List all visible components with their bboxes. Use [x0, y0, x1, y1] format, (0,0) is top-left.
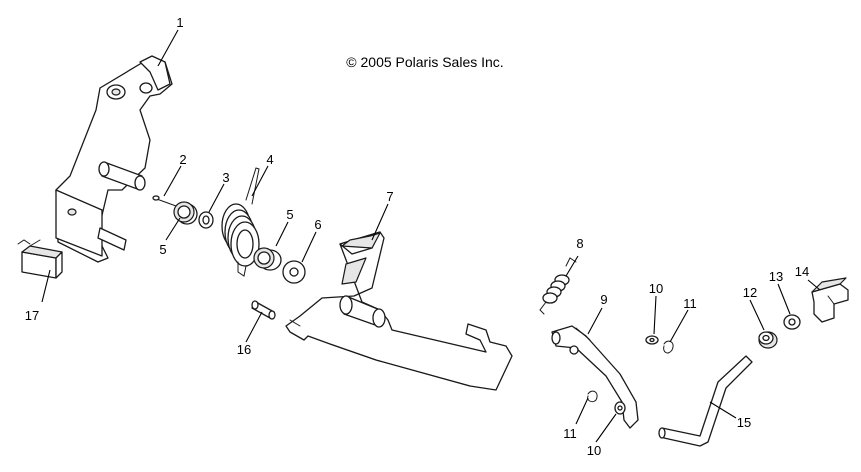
leader-lines — [41, 29, 821, 443]
part-11-clip — [663, 340, 674, 354]
callout-5a: 5 — [159, 242, 166, 257]
part-9-arm — [551, 325, 639, 429]
part-16-pin — [251, 300, 276, 320]
callout-1: 1 — [176, 15, 183, 30]
callout-6: 6 — [314, 217, 321, 232]
callout-5b: 5 — [286, 207, 293, 222]
callout-8: 8 — [576, 236, 583, 251]
callout-14: 14 — [795, 264, 809, 279]
part-17-switch — [17, 239, 63, 279]
part-15-rod — [658, 355, 753, 447]
callout-2: 2 — [179, 152, 186, 167]
part-10-washer-b — [614, 401, 626, 415]
callout-11a: 11 — [683, 296, 697, 311]
callout-9: 9 — [600, 292, 607, 307]
callout-16: 16 — [237, 342, 251, 357]
callout-4: 4 — [266, 152, 273, 167]
part-2-cotter-pin — [152, 195, 177, 207]
callout-13: 13 — [769, 269, 783, 284]
part-5-bushing-b — [253, 247, 282, 271]
part-12-bushing — [758, 331, 778, 349]
part-6-washer — [282, 260, 306, 284]
callout-3: 3 — [222, 170, 229, 185]
part-14-pad — [811, 277, 849, 323]
part-4-torsion-spring — [221, 167, 260, 277]
part-3-washer — [198, 211, 214, 229]
part-8-spring — [539, 257, 577, 315]
part-5-bushing — [173, 201, 198, 225]
part-7-brake-pedal — [285, 231, 513, 391]
part-1-mounting-bracket — [55, 55, 173, 263]
part-10-washer — [645, 335, 659, 345]
callout-15: 15 — [737, 415, 751, 430]
callout-12: 12 — [743, 285, 757, 300]
part-13-nut — [783, 314, 801, 330]
callout-7: 7 — [386, 189, 393, 204]
callout-11b: 11 — [563, 426, 577, 441]
copyright-notice: © 2005 Polaris Sales Inc. — [346, 54, 503, 70]
callout-17: 17 — [25, 308, 39, 323]
callout-10a: 10 — [649, 281, 663, 296]
callout-10b: 10 — [587, 443, 601, 458]
part-11-clip-b — [587, 390, 598, 403]
